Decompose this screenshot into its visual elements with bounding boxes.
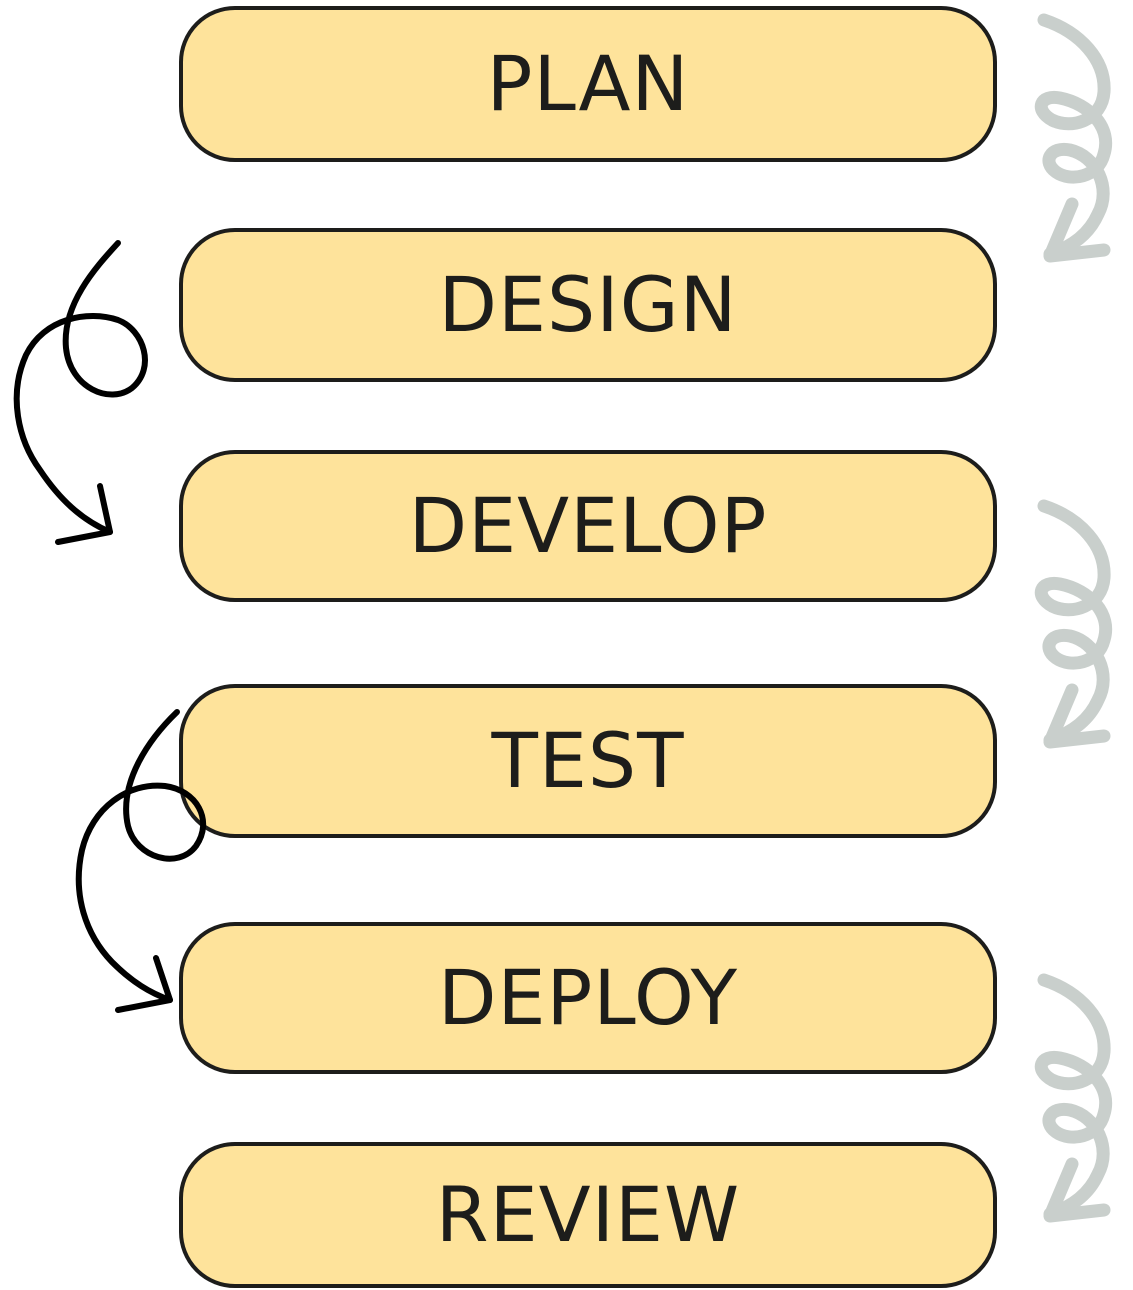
- stage-label: REVIEW: [435, 1170, 741, 1259]
- stage-plan-box: PLAN: [179, 6, 997, 162]
- curly-arrow-black-icon: [13, 240, 148, 545]
- stage-label: DESIGN: [438, 260, 738, 349]
- curly-arrow-grey-icon: [1034, 499, 1113, 749]
- curly-arrow-grey-icon: [1034, 973, 1113, 1223]
- stage-label: TEST: [491, 716, 685, 805]
- stage-label: DEPLOY: [437, 953, 739, 1042]
- stage-develop-box: DEVELOP: [179, 450, 997, 602]
- stage-deploy-box: DEPLOY: [179, 922, 997, 1074]
- stage-label: PLAN: [486, 39, 690, 128]
- stage-test-box: TEST: [179, 684, 997, 838]
- stage-review-box: REVIEW: [179, 1142, 997, 1288]
- stage-label: DEVELOP: [408, 481, 768, 570]
- stage-design-box: DESIGN: [179, 228, 997, 382]
- curly-arrow-grey-icon: [1034, 13, 1113, 263]
